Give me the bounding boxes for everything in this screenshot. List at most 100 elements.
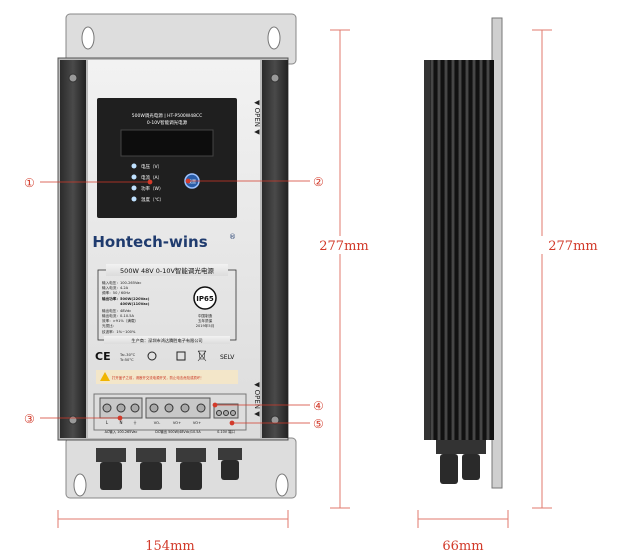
warning-strip — [96, 370, 238, 384]
spec-line: 输出电流：0-10.5A — [102, 313, 135, 318]
terminal-screw-icon[interactable] — [149, 403, 159, 413]
right-rail — [262, 60, 288, 438]
spec-line: 输入电压：100-265Vac — [102, 280, 141, 285]
open-label-bottom: ▼ OPEN ▼ — [253, 382, 261, 417]
callout-2: ② — [313, 175, 324, 189]
temp-tc: Tc:50°C — [119, 358, 134, 362]
cable-gland — [221, 460, 239, 480]
height-dimension-front — [330, 29, 350, 509]
front-view: ▼ OPEN ▼ ▼ OPEN ▼ 500W调光电源 | HT-P500W48C… — [57, 13, 297, 499]
mount-hole-icon — [81, 26, 95, 50]
led-icon — [131, 185, 137, 191]
mount-hole-icon — [267, 26, 281, 50]
indicator-label: 功率（W） — [141, 185, 163, 192]
model-sublabel: 0-10V智能调光电源 — [147, 119, 188, 126]
manufacturer-bg — [104, 336, 230, 344]
brand-logo: Hontech-wins — [92, 233, 207, 251]
spec-line: 频率：50 / 60Hz — [102, 290, 130, 295]
screw-icon — [270, 415, 280, 425]
indicator-list: 电压（V） 电流（A） 功率（W） 温度（℃） — [131, 163, 164, 203]
ce-mark-icon: CE — [95, 350, 111, 363]
terminal-group-label: AC输入 100-265Vac — [105, 429, 138, 434]
dim-height-front: 277mm — [319, 239, 368, 254]
side-gland — [462, 454, 480, 480]
cable-gland — [100, 462, 122, 490]
cable-gland — [140, 462, 162, 490]
dc-terminals: VO- VO+ VO+ DC输出 500W/48Vdc/10.5A — [145, 397, 211, 434]
side-gland — [436, 440, 486, 454]
cable-gland — [136, 448, 166, 462]
width-dimension-front — [57, 510, 289, 528]
warning-text: 打开盖子之前，请断开交流电源开关，防止电击危险或损坏！ — [112, 375, 204, 380]
dim-width-front: 154mm — [145, 539, 194, 554]
terminal-screw-icon[interactable] — [180, 403, 190, 413]
terminal-label: N — [120, 420, 123, 425]
spec-list: 输入电压：100-265Vac 输入电流：4.2A 频率：50 / 60Hz 输… — [102, 280, 150, 334]
led-icon — [131, 196, 137, 202]
callout-4: ④ — [313, 399, 324, 413]
model-label: 500W调光电源 | HT-P500W48CC — [132, 112, 203, 119]
terminal-screw-icon[interactable] — [164, 403, 174, 413]
dim-terminals: 0-10V 端口 — [213, 403, 239, 434]
spec-line: 输入电流：4.2A — [102, 285, 129, 290]
product-title: 500W 48V 0-10V智能调光电源 — [120, 266, 214, 275]
weee-bin-icon — [197, 350, 207, 362]
spec-line: 400W(110Vac) — [120, 302, 150, 306]
manufacturer: 生产商：深圳市鸿达腾胜电子有限公司 — [131, 337, 202, 344]
indicator-label: 电压（V） — [141, 163, 162, 170]
dim-label-bg — [318, 236, 368, 254]
callout-3: ③ — [24, 412, 35, 426]
heatsink-fins — [430, 60, 490, 440]
terminal-group-label: 0-10V 端口 — [217, 429, 235, 434]
terminal-label: VO- — [154, 421, 161, 425]
cable-gland — [176, 448, 206, 462]
terminal-label: L — [106, 420, 109, 425]
cable-gland — [218, 448, 242, 460]
dim-width-side: 66mm — [442, 539, 483, 554]
warranty: 五年质保 — [198, 318, 213, 323]
side-gland — [440, 454, 458, 484]
indoor-use-icon — [147, 351, 157, 361]
terminal-label: VO+ — [193, 421, 201, 425]
mount-hole-icon — [275, 473, 289, 497]
screw-icon — [68, 73, 78, 83]
callout-5: ⑤ — [313, 417, 324, 431]
class-icon — [176, 351, 186, 361]
dim-label-bg — [520, 236, 574, 254]
terminal-screw-icon[interactable] — [230, 410, 236, 416]
ip65-badge — [193, 286, 217, 310]
open-label-top: ▼ OPEN ▼ — [253, 100, 261, 135]
cable-gland — [96, 448, 126, 462]
spec-line: 输出功率：500W(220Vac) — [102, 296, 150, 301]
spec-title-bg — [106, 264, 228, 276]
terminal-screw-icon[interactable] — [102, 403, 112, 413]
warning-icon — [100, 372, 110, 381]
terminal-label: VO+ — [173, 421, 181, 425]
spec-line: 纹波率：1%~100% — [102, 329, 136, 334]
terminal-group-label: DC输出 500W/48Vdc/10.5A — [155, 429, 201, 434]
terminal-screw-icon[interactable] — [223, 410, 229, 416]
spec-line: 效率：>91%（满载） — [102, 318, 138, 323]
left-rail — [60, 60, 86, 438]
terminal-label: ⏚ — [133, 419, 137, 425]
width-dimension-side — [417, 510, 509, 528]
dim-height-side: 277mm — [548, 239, 597, 254]
top-bracket — [65, 13, 297, 65]
callout-1: ① — [24, 176, 35, 190]
terminal-screw-icon[interactable] — [196, 403, 206, 413]
side-view — [424, 17, 503, 489]
callouts — [40, 178, 310, 426]
terminal-screw-icon[interactable] — [216, 410, 222, 416]
indicator-label: 电流（A） — [141, 174, 162, 181]
led-icon — [131, 174, 137, 180]
date: 2019年5月 — [196, 323, 215, 328]
lcd-screen — [120, 129, 214, 157]
terminal-screw-icon[interactable] — [116, 403, 126, 413]
indicator-label: 温度（℃） — [141, 196, 164, 203]
screw-icon — [270, 73, 280, 83]
terminal-screw-icon[interactable] — [130, 403, 140, 413]
height-dimension-side — [532, 29, 552, 509]
ip-rating: IP65 — [196, 295, 214, 303]
made-in: 中国制造 — [198, 313, 213, 318]
